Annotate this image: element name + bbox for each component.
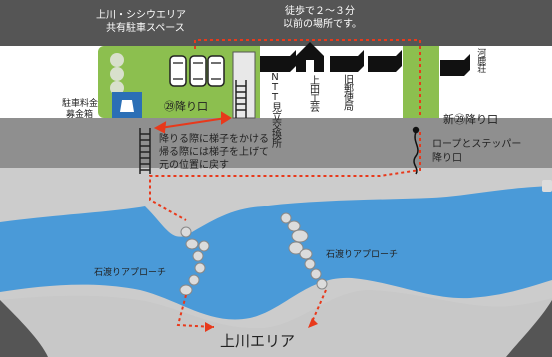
parked-cars xyxy=(169,55,225,87)
building-label-kawashika: 河鹿荘 xyxy=(475,48,486,72)
building-icon xyxy=(368,50,402,72)
new-descent-point-label: 新㉙降り口 xyxy=(443,113,498,126)
bush-icon xyxy=(110,53,124,67)
rope-icon xyxy=(413,131,419,175)
lower-shore xyxy=(0,290,552,357)
fee-box-label-line2: 募金箱 xyxy=(66,110,94,120)
corner-shadow-left xyxy=(0,300,48,357)
building-label-ueda: 上田工芸 xyxy=(307,75,319,111)
building-kawashika-icon xyxy=(440,54,470,76)
rope-note-line2: 降り口 xyxy=(432,153,462,164)
rope-anchor-icon xyxy=(412,126,420,134)
corner-shadow-right xyxy=(506,300,552,357)
ladder-note-line2: 帰る際には梯子を上げて xyxy=(159,147,269,158)
stepping-stones-right xyxy=(280,212,328,290)
building-post-icon xyxy=(330,50,364,72)
river-water xyxy=(0,186,552,320)
ladder-note-line3: 元の位置に戻す xyxy=(159,160,229,171)
route-arrow-icon xyxy=(308,318,318,328)
route-lines xyxy=(149,39,421,328)
route-arrow-icon xyxy=(205,322,214,332)
car-icon xyxy=(169,55,187,87)
ladder-icon-bottom xyxy=(139,128,151,174)
bush-icon xyxy=(110,81,124,95)
ladder-shed xyxy=(232,51,256,119)
ladder-note-line1: 降りる際に梯子をかける xyxy=(159,134,269,145)
building-ueda-icon xyxy=(296,42,324,72)
building-ntt-icon xyxy=(260,50,296,72)
building-icons xyxy=(260,42,470,76)
boulder xyxy=(542,180,552,192)
building-label-post: 旧郵便局 xyxy=(341,74,353,110)
stone-approach-right-label: 石渡りアプローチ xyxy=(326,250,399,260)
top-road xyxy=(0,0,552,46)
parking-area-title: 上川・シシウエリア xyxy=(96,10,186,21)
stepping-stones-left xyxy=(179,226,210,296)
ladder-icon-top xyxy=(235,80,247,118)
bush-icons xyxy=(110,53,124,95)
double-arrow-icon xyxy=(153,111,232,134)
old-place-note-line2: 以前の場所です。 xyxy=(283,19,362,30)
building-label-ntt: NTT見立交換所 xyxy=(269,72,281,147)
embankment-band xyxy=(0,118,552,168)
fee-box-label-line1: 駐車料金 xyxy=(62,99,99,109)
parking-area-subtitle: 共有駐車スペース xyxy=(106,23,185,34)
car-icon xyxy=(207,55,225,87)
car-icon xyxy=(189,55,207,87)
stone-approach-left-label: 石渡りアプローチ xyxy=(94,268,167,278)
rope-note-line1: ロープとステッパー xyxy=(432,139,522,150)
area-label: 上川エリア xyxy=(220,332,296,350)
old-place-note-line1: 徒歩で２〜３分 xyxy=(285,6,355,17)
fee-box-icon xyxy=(120,100,134,112)
descent-point-label: ㉙降り口 xyxy=(164,100,208,113)
door-icon xyxy=(306,60,314,72)
bush-icon xyxy=(110,67,124,81)
